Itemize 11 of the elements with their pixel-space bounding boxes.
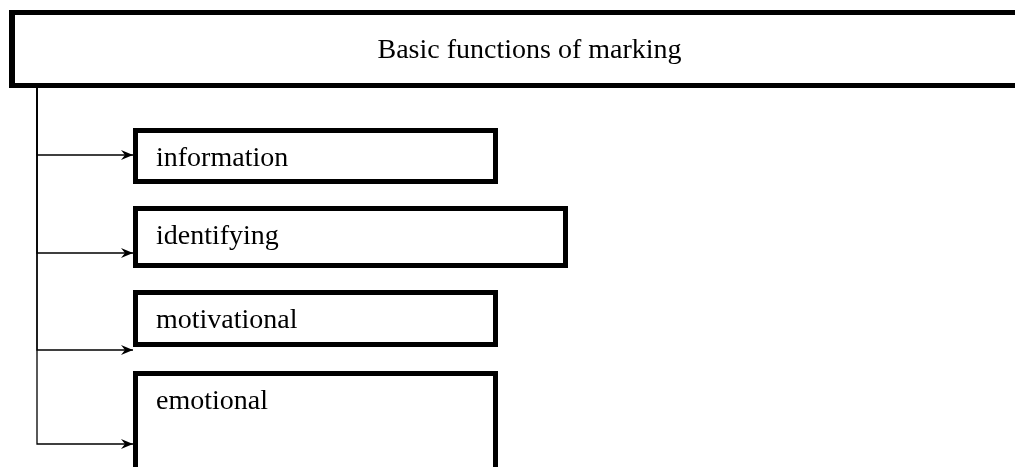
function-label: identifying [156, 218, 279, 252]
function-box [133, 206, 568, 268]
function-box [133, 290, 498, 347]
connector-arrow [36, 87, 134, 449]
function-box [133, 371, 498, 467]
function-label: emotional [156, 383, 268, 417]
title-box [9, 10, 1015, 88]
function-label: motivational [156, 302, 298, 336]
function-label: information [156, 140, 289, 174]
function-box [133, 128, 498, 184]
title-text: Basic functions of marking [377, 32, 682, 66]
